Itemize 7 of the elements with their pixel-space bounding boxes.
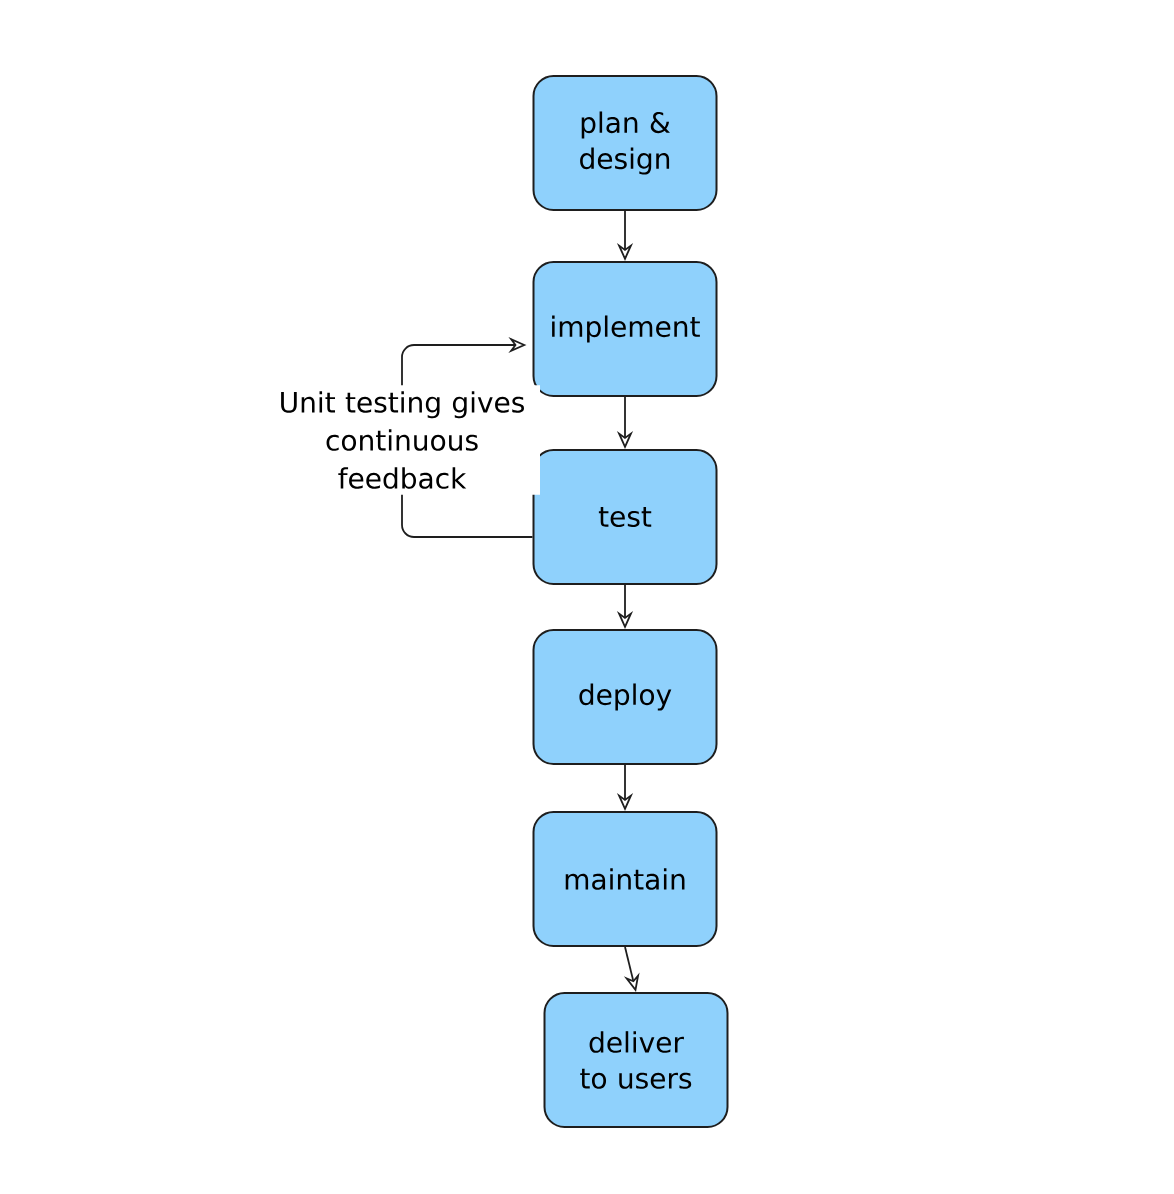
process-box: deliver to users [543, 992, 729, 1128]
edge-label: Unit testing gives continuous feedback [264, 385, 540, 495]
process-box: plan & design [532, 75, 718, 211]
process-box: deploy [532, 629, 718, 765]
process-box: implement [532, 261, 718, 397]
process-box: test [532, 449, 718, 585]
process-box: maintain [532, 811, 718, 947]
